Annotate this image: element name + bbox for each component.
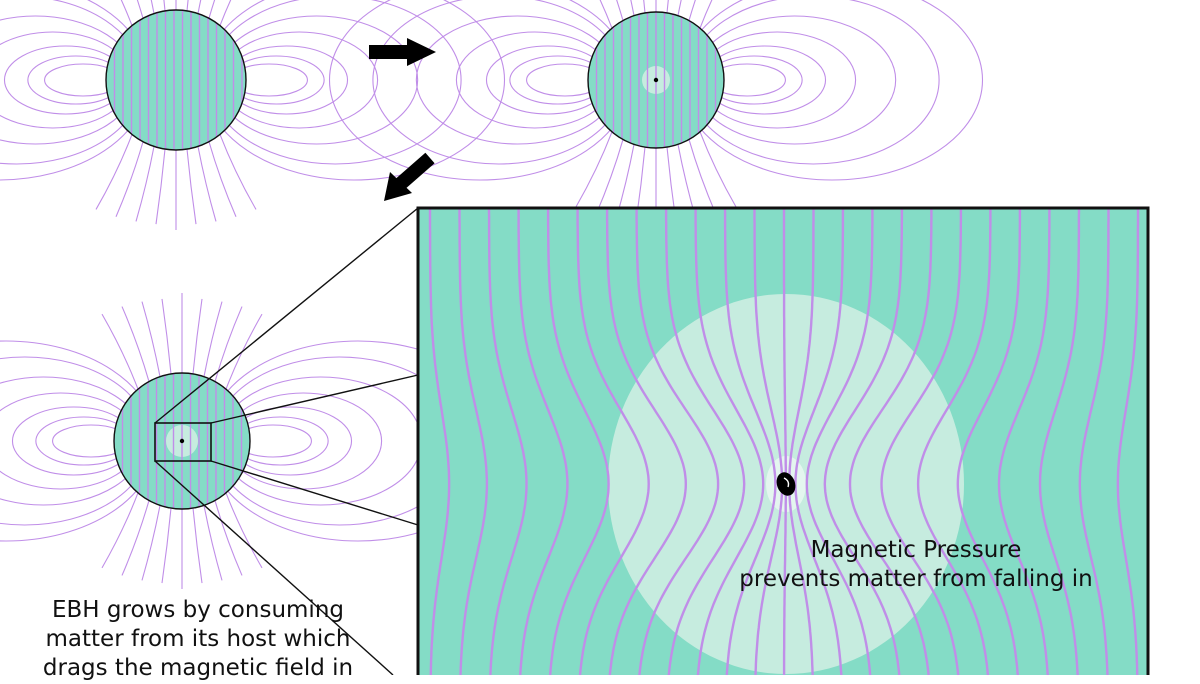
pressure-caption: Magnetic Pressure prevents matter from f…	[706, 536, 1126, 594]
star-with-black-hole	[328, 0, 984, 228]
black-hole	[776, 472, 796, 496]
host-star	[0, 0, 506, 230]
star-disc	[106, 10, 246, 150]
zoom-connector-lines	[154, 207, 419, 675]
star-outline	[113, 372, 251, 510]
growth-caption: EBH grows by consuming matter from its h…	[24, 596, 372, 684]
growing-black-hole-star	[0, 293, 510, 589]
star-outline	[587, 11, 725, 149]
black-hole-dot	[179, 438, 185, 444]
outer-field-lines	[0, 0, 506, 230]
zoomed-black-hole-panel	[418, 208, 1148, 675]
pressure-caption-line-2: prevents matter from falling in	[739, 566, 1093, 593]
growth-caption-line-1: EBH grows by consuming	[52, 597, 344, 623]
growth-caption-line-3: drags the magnetic field in	[42, 655, 354, 682]
star-outline	[105, 9, 247, 151]
growth-caption-line-2: matter from its host which	[45, 626, 351, 653]
pressure-caption-line-1: Magnetic Pressure	[810, 537, 1022, 563]
arrow-down-left-icon	[384, 152, 435, 201]
zoomed-field-lines	[428, 208, 1140, 675]
black-hole-dot	[653, 77, 659, 83]
arrow-right-icon	[369, 38, 436, 66]
zoom-panel-border	[416, 206, 1150, 675]
